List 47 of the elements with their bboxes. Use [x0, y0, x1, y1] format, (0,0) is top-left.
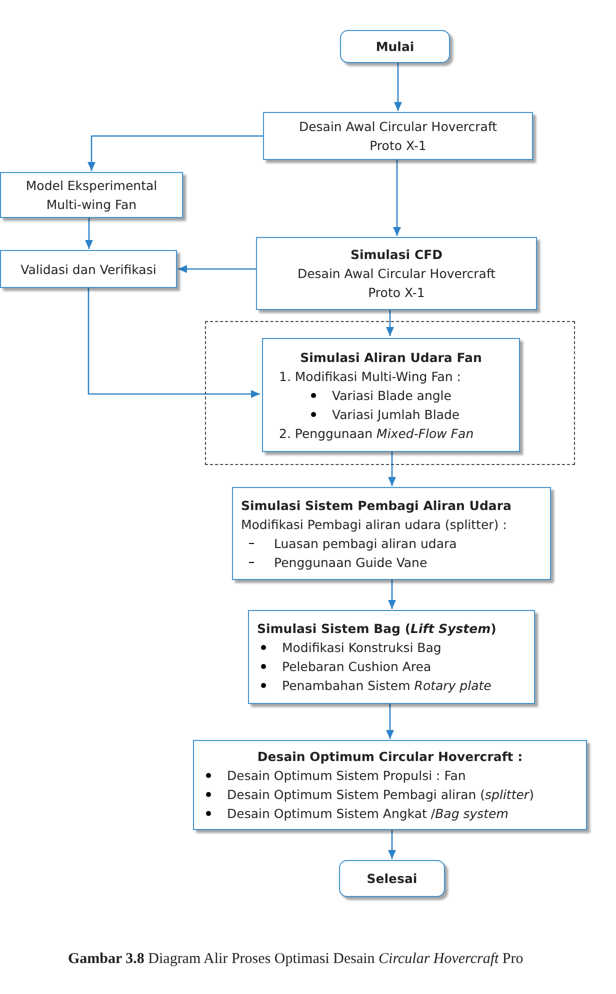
terminal-box	[339, 860, 445, 897]
arrow	[393, 160, 401, 236]
process-box	[256, 237, 537, 310]
list-item: 1. Modifikasi Multi-Wing Fan :	[278, 368, 462, 386]
box-heading: Simulasi CFD	[349, 246, 444, 264]
box-text: Desain Awal Circular Hovercraft Proto X-1	[298, 118, 498, 155]
list-item: Desain Optimum Sistem Propulsi : Fan	[227, 767, 466, 785]
list-item: Luasan pembagi aliran udara	[274, 534, 457, 552]
arrow	[386, 310, 394, 336]
arrow	[88, 288, 260, 398]
box-heading: Simulasi Sistem Bag (Lift System)	[257, 620, 498, 638]
arrow	[178, 265, 256, 273]
arrow	[85, 218, 93, 249]
box-text: Modifikasi Pembagi aliran udara (splitter) :	[241, 516, 508, 534]
process-box	[232, 487, 551, 580]
box-heading: Mulai	[374, 38, 416, 56]
list-item: Desain Optimum Sistem Angkat /Bag system	[227, 805, 508, 823]
list-item: Modifikasi Konstruksi Bag	[282, 639, 442, 657]
arrow	[386, 704, 394, 739]
process-box	[248, 610, 535, 704]
list-item: Pelebaran Cushion Area	[282, 658, 432, 676]
arrow	[388, 830, 396, 859]
list-item: Variasi Jumlah Blade	[332, 406, 460, 424]
terminal-box	[340, 30, 450, 63]
process-box	[0, 172, 183, 218]
box-heading: Desain Optimum Circular Hovercraft :	[256, 748, 524, 766]
list-item: Penambahan Sistem Rotary plate	[282, 677, 492, 695]
list-item: Penggunaan Guide Vane	[274, 554, 428, 572]
process-box	[263, 112, 533, 160]
dashed-group-box	[205, 321, 575, 465]
arrow	[88, 135, 263, 171]
process-box	[193, 740, 587, 830]
arrow	[394, 63, 402, 111]
box-heading: Selesai	[366, 870, 418, 888]
list-item: Variasi Blade angle	[332, 386, 452, 404]
arrow	[388, 580, 396, 609]
list-item: 2. Penggunaan Mixed-Flow Fan	[278, 424, 475, 442]
list-item: Desain Optimum Sistem Pembagi aliran (splitter)	[227, 786, 534, 804]
process-box	[262, 338, 520, 452]
process-box	[0, 250, 177, 288]
arrow	[388, 451, 396, 486]
box-heading: Simulasi Aliran Udara Fan	[299, 348, 483, 366]
box-text: Desain Awal Circular Hovercraft Proto X-1	[296, 265, 497, 302]
box-text: Model Eksperimental Multi-wing Fan	[24, 177, 158, 214]
box-heading: Simulasi Sistem Pembagi Aliran Udara	[241, 496, 512, 514]
figure-caption: Gambar 3.8 Diagram Alir Proses Optimasi Desain Circular Hovercraft Pro	[68, 950, 524, 969]
box-text: Validasi dan Verifikasi	[20, 260, 158, 278]
